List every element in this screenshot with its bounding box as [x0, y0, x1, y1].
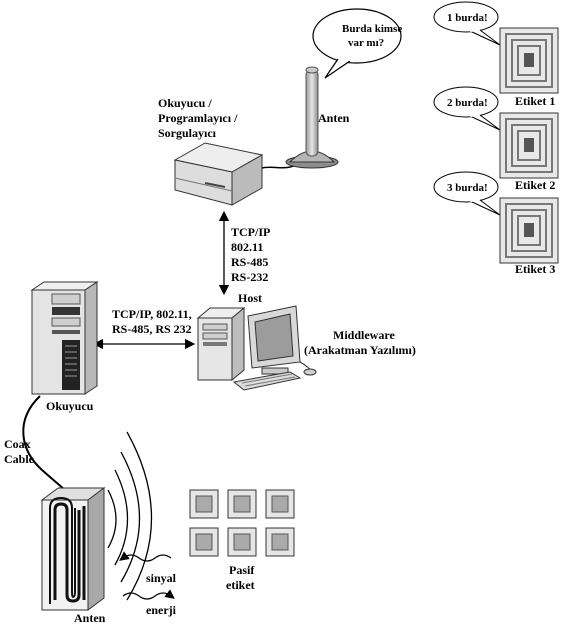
- tag-2-label: Etiket 2: [515, 178, 555, 192]
- server-tower: [30, 281, 99, 395]
- vertical-link-4: RS-232: [231, 270, 268, 284]
- energy-arrow: [122, 589, 175, 600]
- question-text-2: var mı?: [348, 37, 384, 49]
- tag-1-reply: 1 burda!: [447, 12, 488, 24]
- host-label: Host: [238, 291, 262, 305]
- antenna-top-label: Anten: [318, 111, 350, 125]
- host-computer: [196, 305, 317, 391]
- middleware-label-1: Middleware: [333, 328, 395, 342]
- question-bubble: [312, 8, 402, 79]
- reader-device: [173, 142, 264, 206]
- antenna-top-icon: [285, 66, 339, 169]
- tag-1: [433, 1, 559, 94]
- tag-2-chip: [499, 112, 559, 179]
- radio-waves: [107, 431, 153, 601]
- energy-label: enerji: [146, 603, 177, 617]
- passive-label-1: Pasif: [229, 563, 255, 577]
- tag-3: [433, 171, 559, 264]
- passive-tag: [265, 527, 295, 557]
- server-label: Okuyucu: [46, 399, 94, 413]
- passive-tag: [189, 527, 219, 557]
- tag-3-chip: [499, 197, 559, 264]
- signal-arrow: [119, 551, 172, 562]
- tag-1-chip: [499, 27, 559, 94]
- tag-2: [433, 86, 559, 179]
- middleware-label-2: (Arakatman Yazılımı): [304, 343, 416, 357]
- reader-label-2: Programlayıcı /: [158, 111, 238, 125]
- tag-2-reply: 2 burda!: [447, 97, 488, 109]
- cable-label-2: Cable: [4, 452, 35, 466]
- tag-2-bubble: [433, 86, 499, 118]
- tag-3-label: Etiket 3: [515, 262, 555, 276]
- passive-tag: [265, 489, 295, 519]
- horizontal-link-2: RS-485, RS 232: [112, 322, 192, 336]
- signal-label: sinyal: [146, 571, 177, 585]
- vertical-link-3: RS-485: [231, 255, 268, 269]
- tag-1-label: Etiket 1: [515, 94, 555, 108]
- passive-label-2: etiket: [226, 578, 255, 592]
- cable-label-1: Coax: [4, 437, 31, 451]
- passive-tags-grid: [189, 489, 295, 557]
- tag-3-reply: 3 burda!: [447, 182, 488, 194]
- tag-3-bubble: [433, 171, 499, 203]
- vertical-link-1: TCP/IP: [231, 225, 270, 239]
- passive-tag: [227, 489, 257, 519]
- tag-1-bubble: [433, 1, 499, 33]
- horizontal-link-1: TCP/IP, 802.11,: [112, 307, 192, 321]
- reader-label-1: Okuyucu /: [158, 96, 212, 110]
- passive-tag: [189, 489, 219, 519]
- passive-tag: [227, 527, 257, 557]
- antenna-panel-icon: [40, 487, 106, 611]
- question-text-1: Burda kimse: [342, 23, 402, 35]
- antenna-bottom-label: Anten: [74, 611, 106, 625]
- reader-label-3: Sorgulayıcı: [158, 126, 217, 140]
- vertical-link-2: 802.11: [231, 240, 263, 254]
